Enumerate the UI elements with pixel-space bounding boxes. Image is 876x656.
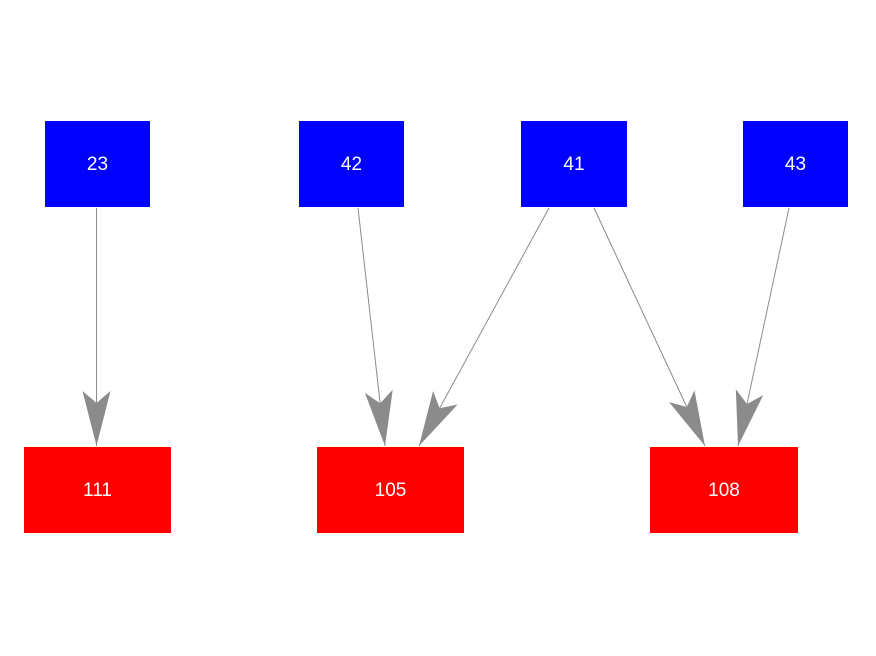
node-41: 41 xyxy=(521,121,627,207)
edge-41-105 xyxy=(418,207,550,447)
node-111: 111 xyxy=(24,447,171,533)
node-43: 43 xyxy=(743,121,848,207)
node-105: 105 xyxy=(317,447,464,533)
node-42: 42 xyxy=(299,121,404,207)
node-label-41: 41 xyxy=(563,153,585,175)
node-label-108: 108 xyxy=(708,479,740,501)
edge-41-108 xyxy=(593,207,706,447)
node-label-111: 111 xyxy=(83,479,112,501)
arrowhead-42-105 xyxy=(364,389,393,446)
arrowhead-23-111 xyxy=(82,391,111,446)
arrowhead-43-108 xyxy=(735,389,764,446)
arrowhead-41-105 xyxy=(419,391,458,446)
node-label-23: 23 xyxy=(86,153,109,175)
node-label-42: 42 xyxy=(340,153,363,175)
arrowhead-41-108 xyxy=(669,390,705,446)
node-108: 108 xyxy=(650,447,798,533)
node-label-43: 43 xyxy=(784,153,807,175)
node-23: 23 xyxy=(45,121,150,207)
node-label-105: 105 xyxy=(374,479,407,501)
